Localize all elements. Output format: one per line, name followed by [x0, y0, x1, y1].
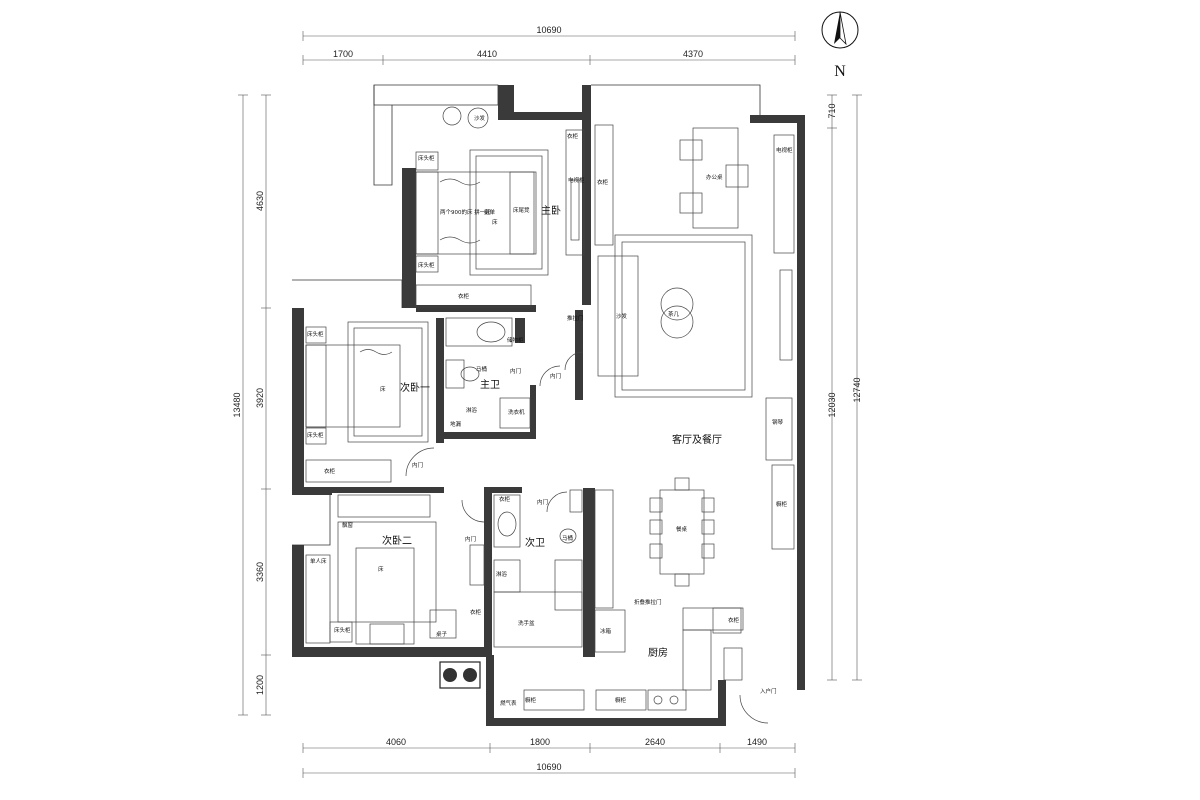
label-tv-cabinet-2: 电视柜 [776, 146, 793, 154]
dim-left-total: 13480 [232, 392, 242, 417]
dim-top-seg-2: 4410 [477, 49, 497, 59]
living-dining: 客厅及餐厅 办公桌 茶几 沙发 电视柜 钢琴 餐桌 衣柜 橱柜 [594, 124, 795, 609]
label-toilet-2: 马桶 [562, 534, 574, 542]
dim-top-seg-1: 1700 [333, 49, 353, 59]
label-door-sliding: 推拉门 [567, 314, 584, 322]
label-door-inner-1: 内门 [412, 461, 423, 469]
dimension-lines: 10690 1700 4410 4370 4060 1800 2640 1490… [232, 25, 862, 778]
label-dining-table: 餐桌 [676, 525, 688, 533]
label-wardrobe-6: 衣柜 [597, 178, 609, 186]
label-piano: 钢琴 [772, 418, 784, 426]
label-wardrobe-3: 衣柜 [324, 467, 336, 475]
dim-left-seg-3: 3360 [255, 562, 265, 582]
label-desk-chair: 桌子 [436, 630, 448, 638]
label-washbasin: 洗手盆 [518, 619, 535, 627]
label-bedside-6: 衣柜 [728, 616, 740, 624]
label-sofa-2: 沙发 [616, 312, 628, 320]
label-folding-door: 折叠推拉门 [634, 598, 662, 606]
label-shower-2: 淋浴 [496, 570, 508, 578]
label-bedside-3: 床头柜 [307, 330, 324, 338]
room-label-second-bath: 次卫 [525, 536, 545, 549]
dim-bottom-seg-4: 1490 [747, 737, 767, 747]
dim-left-seg-4: 1200 [255, 675, 265, 695]
label-desk: 办公桌 [706, 173, 723, 181]
label-cabinet-3: 橱柜 [615, 696, 627, 704]
label-sofa-1: 沙发 [474, 114, 486, 122]
label-door-inner-4: 内门 [465, 535, 476, 543]
room-label-kitchen: 厨房 [648, 646, 668, 659]
label-wardrobe-5: 衣柜 [499, 495, 511, 503]
dim-right-outer: 12740 [852, 377, 862, 402]
second-bath: 次卫 衣柜 淋浴 马桶 洗手盆 内门 [469, 489, 583, 648]
label-tv-cabinet-1: 电视柜 [568, 176, 585, 184]
label-bedside-5: 床头柜 [334, 626, 351, 634]
label-bay-window: 飘窗 [342, 521, 354, 529]
dim-right-top: 710 [827, 103, 837, 118]
master-bath: 主卫 储物柜 马桶 淋浴 洗衣机 地漏 内门 内门 推拉门 [445, 314, 584, 429]
label-door-inner-2: 内门 [510, 367, 521, 375]
room-label-living-dining: 客厅及餐厅 [672, 433, 722, 446]
dim-bottom-seg-1: 4060 [386, 737, 406, 747]
bedroom-two: 次卧二 床 飘窗 床头柜 桌子 衣柜 单人床 内门 [305, 494, 482, 645]
dim-left-seg-2: 3920 [255, 388, 265, 408]
label-washer: 洗衣机 [508, 408, 525, 416]
label-gas-meter: 燃气表 [500, 699, 517, 707]
dim-top-seg-3: 4370 [683, 49, 703, 59]
label-bedside-2: 床头柜 [418, 261, 435, 269]
label-bedside-1: 床头柜 [418, 154, 435, 162]
room-label-bedroom-two: 次卧二 [382, 534, 412, 547]
door-swings [405, 351, 769, 724]
kitchen: 厨房 冰箱 折叠推拉门 橱柜 橱柜 燃气表 入户门 衣柜 [439, 598, 777, 711]
label-cabinet-1: 橱柜 [525, 696, 537, 704]
label-toilet-1: 马桶 [476, 365, 488, 373]
label-bed-1: 床 [492, 218, 498, 226]
dim-bottom-seg-2: 1800 [530, 737, 550, 747]
label-tea-table: 茶几 [668, 310, 680, 318]
label-bed-note: 两个900的床 拼一起 [440, 208, 491, 216]
room-label-master-bath: 主卫 [480, 379, 500, 391]
label-bed-tail: 床尾凳 [513, 206, 530, 214]
dim-bottom-seg-3: 2640 [645, 737, 665, 747]
label-single-bed: 单人床 [310, 557, 327, 565]
dim-top-total: 10690 [536, 25, 561, 35]
north-label: N [834, 63, 846, 80]
label-entry-door: 入户门 [760, 687, 777, 695]
label-storage-cabinet: 储物柜 [507, 336, 524, 344]
label-bed-3: 床 [378, 565, 384, 573]
label-bed-note-2: 拼单 [484, 208, 496, 216]
label-fridge: 冰箱 [600, 627, 612, 635]
label-floor-drain: 地漏 [450, 420, 462, 428]
dim-left-seg-1: 4630 [255, 191, 265, 211]
label-bed-2: 床 [380, 385, 386, 393]
label-wardrobe-4: 衣柜 [470, 608, 482, 616]
walls [292, 84, 805, 726]
room-label-master-bedroom: 主卧 [541, 204, 561, 217]
label-door-inner-3: 内门 [550, 372, 561, 380]
label-door-inner-5: 内门 [537, 498, 548, 506]
label-cabinet-2: 橱柜 [776, 500, 788, 508]
dim-bottom-total: 10690 [536, 762, 561, 772]
label-shower-1: 淋浴 [466, 406, 478, 414]
room-label-bedroom-one: 次卧一 [400, 381, 430, 394]
label-wardrobe-2: 衣柜 [567, 132, 579, 140]
label-wardrobe-1: 衣柜 [458, 292, 470, 300]
label-bedside-4: 床头柜 [307, 431, 324, 439]
master-bedroom: 主卧 床头柜 床头柜 两个900的床 拼一起 拼单 床尾凳 床 衣柜 电视柜 沙… [415, 106, 585, 308]
north-arrow-icon: N [821, 11, 859, 80]
dim-right-inner: 12030 [827, 392, 837, 417]
bedroom-one: 次卧一 床 床头柜 床头柜 衣柜 内门 [305, 321, 430, 483]
